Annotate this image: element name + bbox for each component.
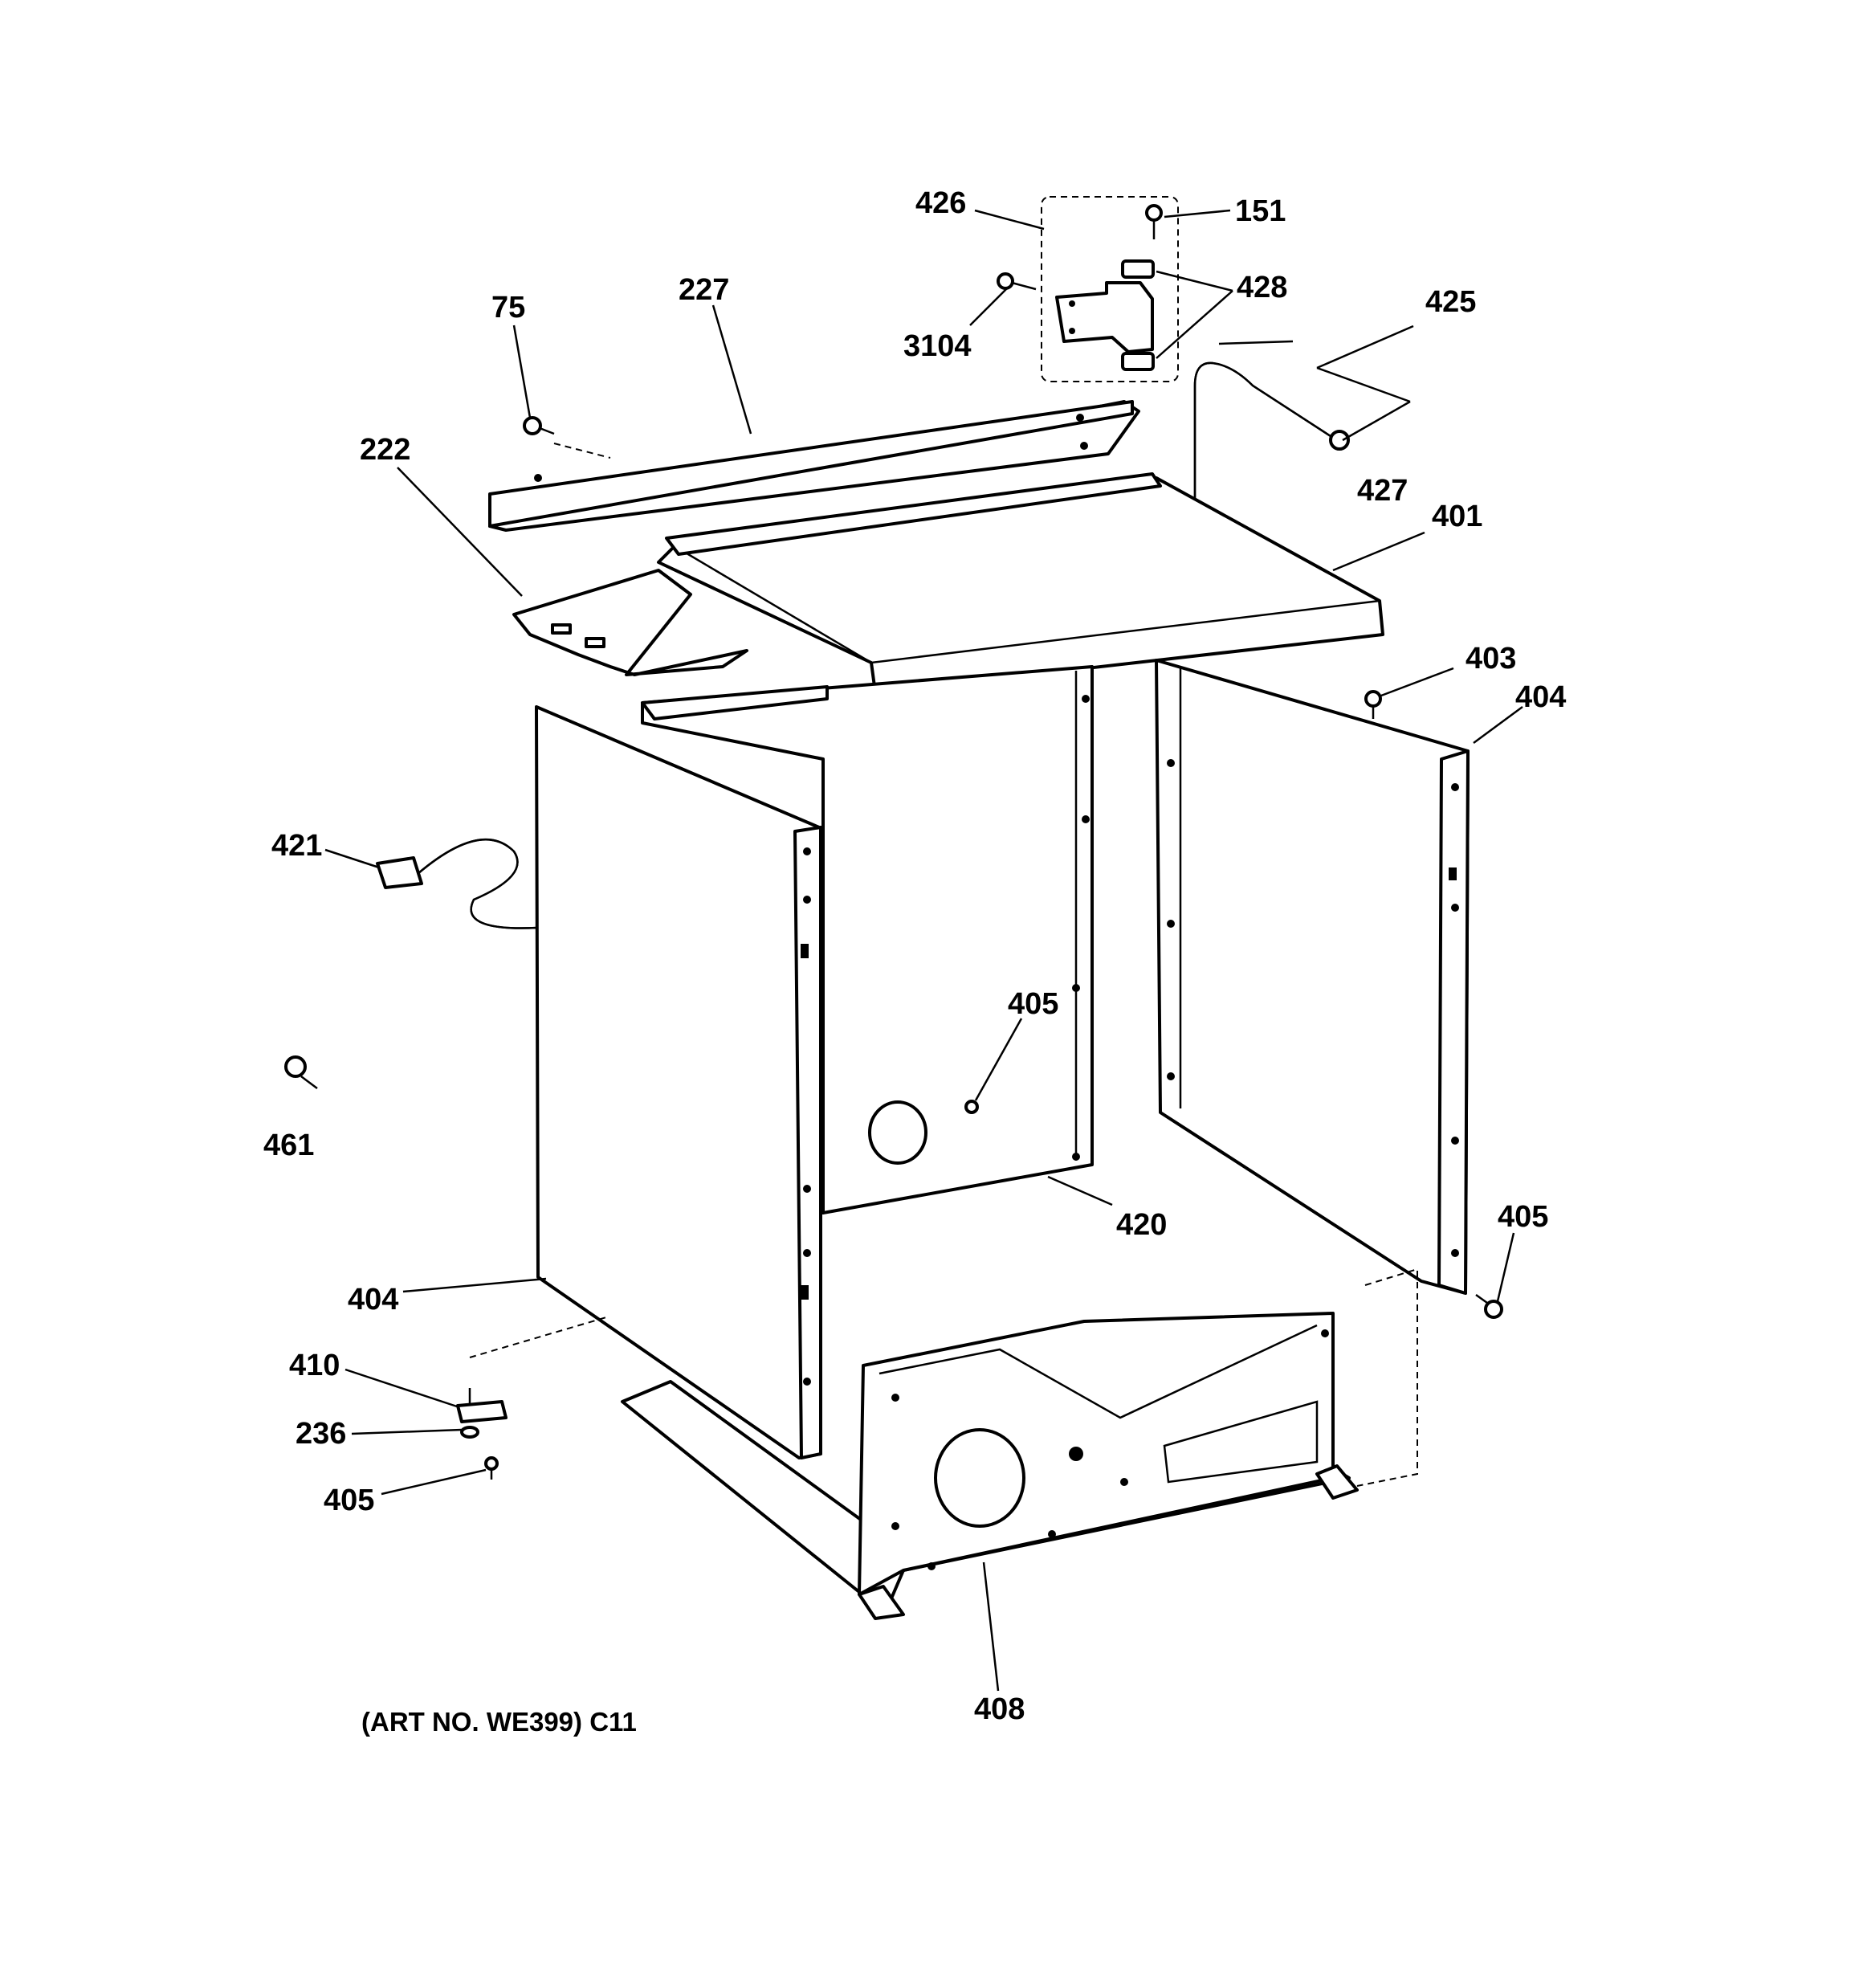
left-side-panel: [535, 705, 822, 1459]
right-side-panel: [1155, 659, 1470, 1295]
callout-405-center: 405: [1008, 987, 1058, 1021]
leader-lines: [324, 209, 1523, 1692]
callout-227: 227: [679, 273, 729, 307]
callout-222: 222: [360, 433, 410, 467]
callout-408: 408: [974, 1692, 1025, 1726]
screws-405: [964, 1100, 1503, 1319]
control-panel-bracket: [512, 569, 748, 676]
callout-401: 401: [1432, 500, 1482, 533]
callout-420: 420: [1116, 1208, 1167, 1242]
callout-151: 151: [1235, 194, 1286, 228]
screw-461: [284, 1055, 318, 1089]
callout-425: 425: [1425, 285, 1476, 319]
callout-427: 427: [1357, 474, 1408, 508]
top-rear-bracket: [488, 400, 1140, 532]
power-cord: [376, 838, 539, 929]
base-frame: [621, 1312, 1359, 1620]
callout-426: 426: [915, 186, 966, 220]
alignment-lines: [469, 443, 1418, 1487]
door-rod-assembly: [1193, 361, 1350, 514]
callout-labels: 426 151 428 3104 425 427 227 75 222 401 …: [263, 186, 1566, 1726]
top-cover: [657, 472, 1384, 694]
rear-panel: [641, 665, 1094, 1214]
callout-236: 236: [296, 1417, 346, 1451]
callout-404-right: 404: [1515, 680, 1566, 714]
hinge-assembly: [997, 196, 1179, 382]
callout-3104: 3104: [903, 329, 972, 363]
callout-75: 75: [491, 291, 525, 325]
callout-405-left: 405: [324, 1484, 374, 1517]
callout-410: 410: [289, 1349, 340, 1382]
callout-428: 428: [1237, 271, 1287, 304]
art-number-caption: (ART NO. WE399) C11: [361, 1707, 637, 1737]
callout-421: 421: [271, 829, 322, 863]
callout-405-right: 405: [1498, 1200, 1548, 1234]
callout-461: 461: [263, 1129, 314, 1162]
callout-403: 403: [1466, 642, 1516, 676]
leveling-leg: [456, 1388, 508, 1480]
callout-404-left: 404: [348, 1283, 398, 1316]
